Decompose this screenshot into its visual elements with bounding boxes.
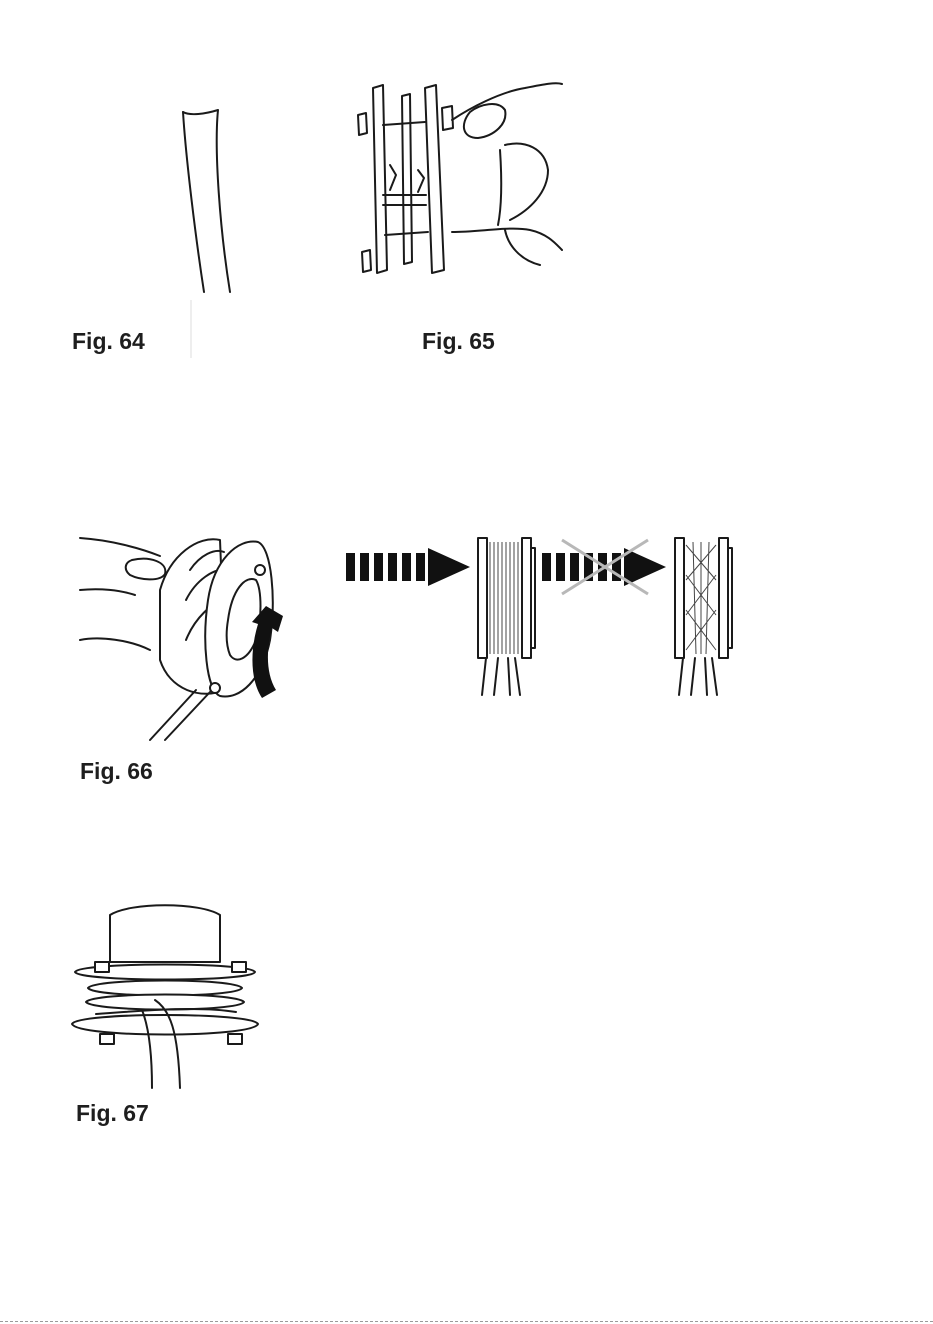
figure-66: Fig. 66	[70, 520, 310, 795]
dashed-arrow-correct	[346, 548, 470, 586]
winding-comparison-illustration	[340, 525, 740, 705]
wound-spool-illustration	[60, 895, 280, 1130]
trimmer-line-illustration	[0, 0, 340, 370]
spool-correct	[478, 538, 535, 695]
fig-64-caption: Fig. 64	[72, 328, 145, 355]
figure-67: Fig. 67	[60, 895, 280, 1130]
spool-incorrect	[675, 538, 732, 695]
page-bottom-rule	[0, 1321, 933, 1322]
fig-67-caption: Fig. 67	[76, 1100, 149, 1127]
fig-66-caption: Fig. 66	[80, 758, 153, 785]
winding-spool-illustration	[70, 520, 310, 795]
figure-64: Fig. 64	[0, 0, 340, 370]
figure-winding-comparison	[340, 525, 740, 705]
fig-65-caption: Fig. 65	[422, 328, 495, 355]
figure-65: Fig. 65	[340, 0, 600, 370]
spool-in-hand-illustration	[340, 0, 600, 370]
